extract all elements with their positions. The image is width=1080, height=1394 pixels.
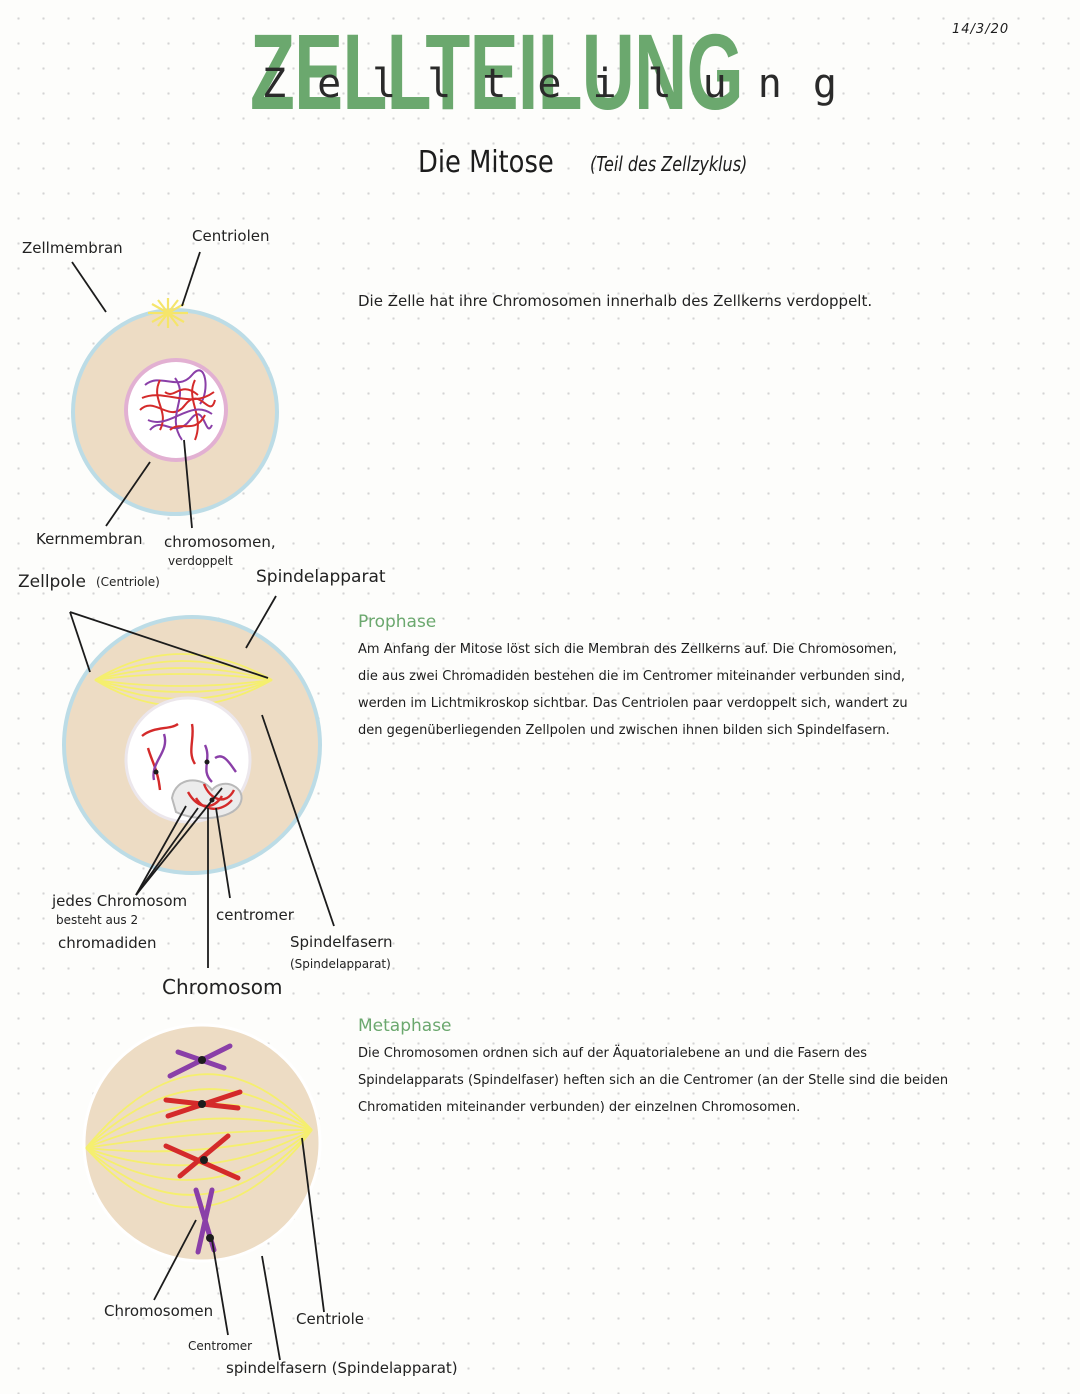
prophase-title: Prophase: [358, 612, 437, 632]
date: 14/3/20: [952, 22, 1010, 37]
metaphase-text-line: Spindelapparats (Spindelfaser) heften si…: [358, 1073, 949, 1088]
label-centromer: centromer: [216, 906, 294, 924]
prophase-text-line: werden im Lichtmikroskop sichtbar. Das C…: [358, 696, 908, 711]
label-spindelfasern-meta: spindelfasern (Spindelapparat): [226, 1359, 458, 1377]
metaphase-text-line: Chromatiden miteinander verbunden) der e…: [358, 1100, 801, 1115]
label-zellpole-note: (Centriole): [96, 575, 160, 589]
label-centriolen: Centriolen: [192, 227, 270, 245]
page-title-overlay: Zellteilung: [262, 61, 868, 107]
interphase-nucleus: [124, 358, 228, 462]
subtitle: Die Mitose: [418, 145, 554, 180]
label-spindelapparat: Spindelapparat: [256, 567, 386, 587]
label-centromer-meta: Centromer: [188, 1339, 253, 1353]
metaphase-leader-lines: [153, 1137, 325, 1361]
prophase-text-line: Am Anfang der Mitose löst sich die Membr…: [358, 642, 897, 657]
label-jedes-chromosom-3: chromadiden: [58, 934, 157, 952]
label-chromosomen: chromosomen,: [164, 533, 276, 551]
interphase-cell-diagram: [71, 251, 279, 529]
label-spindelfasern: Spindelfasern: [290, 933, 393, 951]
prophase-leader-lines: [69, 595, 335, 968]
label-kernmembran: Kernmembran: [36, 530, 143, 548]
label-zellmembran: Zellmembran: [22, 239, 123, 257]
metaphase-text: Die Chromosomen ordnen sich auf der Äqua…: [358, 1040, 948, 1121]
label-chromosomen-meta: Chromosomen: [104, 1302, 214, 1320]
metaphase-text-line: Die Chromosomen ordnen sich auf der Äqua…: [358, 1046, 867, 1061]
prophase-chromosomes: [141, 722, 237, 810]
interphase-leader-lines: [71, 251, 201, 529]
centriole-star: [148, 298, 188, 328]
prophase-cell-diagram: [62, 595, 335, 968]
label-zellpole: Zellpole: [18, 572, 86, 592]
dissolving-membrane: [170, 779, 243, 820]
metaphase-cell-diagram: [82, 1023, 325, 1361]
prophase-text-line: den gegenüberliegenden Zellpolen und zwi…: [358, 723, 890, 738]
interphase-description: Die Zelle hat ihre Chromosomen innerhalb…: [358, 292, 873, 310]
metaphase-cell: [82, 1023, 322, 1263]
label-chromosomen-verdoppelt: verdoppelt: [168, 554, 233, 568]
metaphase-title: Metaphase: [358, 1016, 452, 1036]
metaphase-chromosomes: [163, 1043, 243, 1255]
label-centriole: Centriole: [296, 1310, 364, 1328]
chromosome-tangle: [139, 369, 216, 441]
label-jedes-chromosom-2: besteht aus 2: [56, 913, 139, 927]
page-title: ZELLTEILUNG: [250, 11, 744, 132]
label-spindelfasern-note: (Spindelapparat): [290, 957, 391, 971]
subtitle-note: (Teil des Zellzyklus): [590, 152, 748, 176]
prophase-text-line: die aus zwei Chromadiden bestehen die im…: [358, 669, 905, 684]
prophase-text: Am Anfang der Mitose löst sich die Membr…: [358, 636, 908, 744]
label-chromosom: Chromosom: [162, 975, 283, 999]
label-jedes-chromosom-1: jedes Chromosom: [52, 892, 188, 910]
